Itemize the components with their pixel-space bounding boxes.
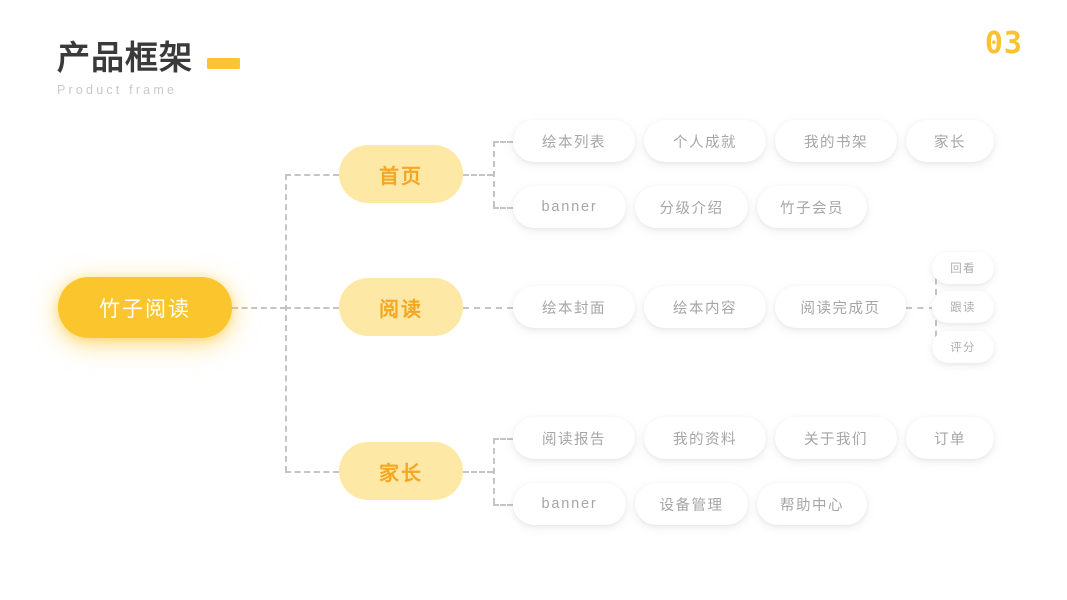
connector-parent-fan — [493, 438, 495, 504]
connector-main-trunk — [285, 174, 287, 472]
connector-home-row1 — [493, 141, 513, 143]
connector-parent-row1 — [493, 438, 513, 440]
node-home-banner[interactable]: banner — [513, 186, 626, 228]
connector-finish-out — [906, 307, 935, 309]
connector-home-out — [463, 174, 493, 176]
node-about-us[interactable]: 关于我们 — [775, 417, 897, 459]
node-picture-book-list[interactable]: 绘本列表 — [513, 120, 635, 162]
connector-parent-row2 — [493, 504, 513, 506]
node-branch-home[interactable]: 首页 — [339, 145, 463, 203]
title-accent-bar — [207, 58, 240, 69]
node-my-profile[interactable]: 我的资料 — [644, 417, 766, 459]
slide-header: 产品框架 Product frame — [57, 30, 477, 110]
node-help-center[interactable]: 帮助中心 — [757, 483, 867, 525]
page-title: 产品框架 — [57, 39, 193, 76]
connector-root-to-trunk — [232, 307, 286, 309]
connector-trunk-to-home — [285, 174, 339, 176]
connector-reading-out — [463, 307, 513, 309]
node-reading-finish-page[interactable]: 阅读完成页 — [775, 286, 906, 328]
connector-trunk-to-reading — [285, 307, 339, 309]
node-rating[interactable]: 评分 — [932, 331, 994, 363]
node-device-management[interactable]: 设备管理 — [635, 483, 748, 525]
node-book-cover[interactable]: 绘本封面 — [513, 286, 635, 328]
node-parent-shortcut[interactable]: 家长 — [906, 120, 994, 162]
node-root-bamboo-reading[interactable]: 竹子阅读 — [58, 277, 232, 338]
node-grading-intro[interactable]: 分级介绍 — [635, 186, 748, 228]
node-reading-report[interactable]: 阅读报告 — [513, 417, 635, 459]
node-parent-banner[interactable]: banner — [513, 483, 626, 525]
connector-home-row2 — [493, 207, 513, 209]
connector-home-fan — [493, 141, 495, 207]
page-number: 03 — [984, 26, 1023, 61]
connector-trunk-to-parent — [285, 471, 339, 473]
node-replay[interactable]: 回看 — [932, 252, 994, 284]
node-bamboo-membership[interactable]: 竹子会员 — [757, 186, 867, 228]
node-orders[interactable]: 订单 — [906, 417, 994, 459]
page-subtitle: Product frame — [57, 83, 178, 97]
node-book-content[interactable]: 绘本内容 — [644, 286, 766, 328]
node-branch-reading[interactable]: 阅读 — [339, 278, 463, 336]
connector-parent-out — [463, 471, 493, 473]
node-branch-parent[interactable]: 家长 — [339, 442, 463, 500]
title-row: 产品框架 — [57, 30, 477, 74]
node-my-bookshelf[interactable]: 我的书架 — [775, 120, 897, 162]
node-follow-read[interactable]: 跟读 — [932, 291, 994, 323]
node-personal-achievement[interactable]: 个人成就 — [644, 120, 766, 162]
